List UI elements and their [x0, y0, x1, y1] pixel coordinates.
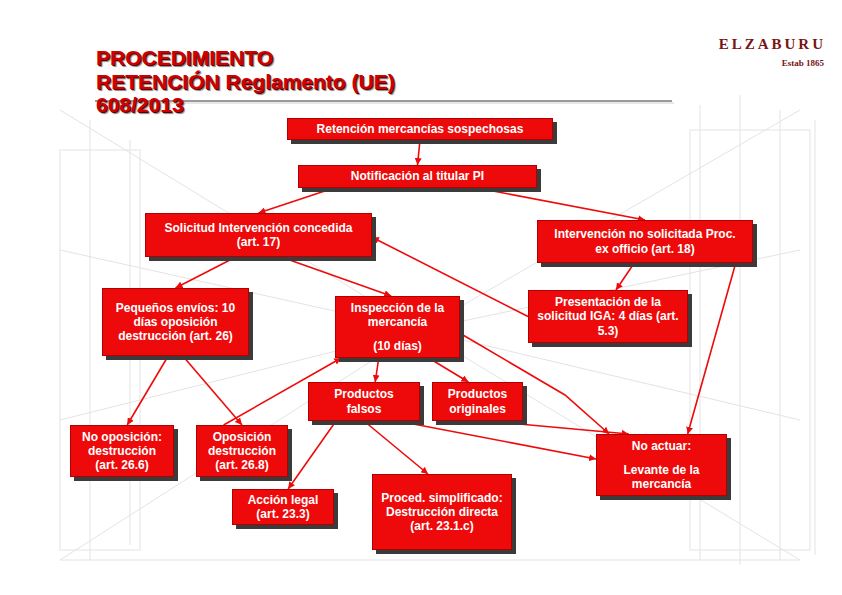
flow-arrow	[259, 188, 334, 213]
box-text: Inspección de la mercancía	[342, 301, 453, 329]
box-text: Levante de la mercancía	[603, 463, 720, 491]
flow-arrow	[183, 356, 242, 425]
process-box: Proced. simplificado: Destrucción direct…	[372, 474, 512, 550]
box-text: Retención mercancías sospechosas	[317, 122, 524, 136]
process-box: No oposición: destrucción (art. 26.6)	[70, 425, 174, 477]
box-text: Productos falsos	[321, 387, 407, 415]
flow-arrow	[398, 421, 596, 459]
process-box: Intervención no solicitada Proc. ex offi…	[537, 220, 753, 263]
brand-year: Estab 1865	[782, 58, 824, 68]
flow-arrow	[418, 140, 421, 165]
process-box: Solicitud Intervención concedida (art. 1…	[145, 213, 372, 257]
process-box: Presentación de la solicitud IGA: 4 días…	[528, 290, 688, 343]
page-title: PROCEDIMIENTO RETENCIÓN Reglamento (UE) …	[96, 46, 401, 117]
flow-arrow	[688, 263, 736, 434]
flow-arrow	[364, 421, 428, 474]
flow-arrow	[487, 421, 629, 434]
process-box: No actuar: Levante de la mercancía	[596, 434, 727, 496]
box-text: Intervención no solicitada Proc. ex offi…	[546, 227, 744, 255]
process-box: Productos originales	[432, 382, 523, 421]
box-text: Acción legal (art. 23.3)	[239, 493, 327, 521]
process-box: Retención mercancías sospechosas	[287, 118, 553, 140]
flow-arrow	[375, 358, 379, 382]
box-text: Solicitud Intervención concedida (art. 1…	[154, 221, 363, 249]
process-box: Acción legal (art. 23.3)	[232, 489, 334, 525]
box-text: Pequeños envíos: 10 días oposición destr…	[109, 301, 242, 343]
box-text: No oposición: destrucción (art. 26.6)	[75, 430, 169, 472]
flow-arrow	[616, 263, 634, 290]
flow-arrow	[281, 257, 391, 296]
flow-arrow	[477, 188, 645, 220]
box-text: Productos originales	[437, 387, 518, 415]
flow-arrow	[429, 358, 469, 382]
box-text: Proced. simplificado: Destrucción direct…	[377, 491, 507, 533]
box-text: Presentación de la solicitud IGA: 4 días…	[535, 295, 681, 337]
box-text: Oposición destrucción (art. 26.8)	[200, 430, 284, 472]
flow-arrow	[176, 257, 236, 288]
process-box: Oposición destrucción (art. 26.8)	[196, 425, 288, 477]
architecture-sketch	[60, 95, 815, 565]
process-box: Notificación al titular PI	[298, 165, 537, 188]
brand-name: ELZABURU	[719, 36, 826, 53]
process-box: Productos falsos	[308, 382, 420, 421]
process-box: Pequeños envíos: 10 días oposición destr…	[102, 288, 249, 356]
box-text: Notificación al titular PI	[351, 169, 484, 183]
box-text: (10 días)	[373, 339, 422, 353]
flow-arrow	[288, 421, 336, 489]
box-text: No actuar:	[632, 439, 691, 453]
flow-arrow	[127, 356, 168, 425]
process-box: Inspección de la mercancía (10 días)	[335, 296, 460, 358]
